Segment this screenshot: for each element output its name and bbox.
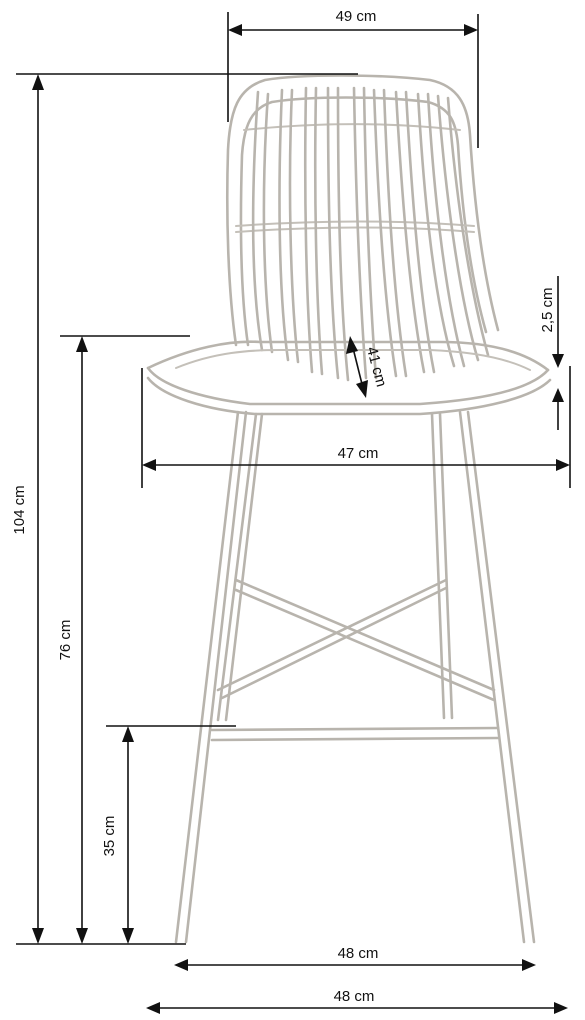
rattan-strands	[251, 86, 490, 382]
backrest-inner-outline	[239, 96, 488, 347]
label-footrest-height: 35 cm	[101, 816, 118, 857]
front-left-leg-inner	[184, 410, 248, 944]
backrest-band-top	[243, 123, 461, 131]
front-left-leg	[174, 410, 240, 944]
label-total-height: 104 cm	[11, 485, 28, 534]
footrest-bar-2	[210, 736, 500, 742]
cross-brace-a	[234, 588, 496, 702]
cross-brace-b	[216, 578, 448, 692]
label-leg-span-width: 48 cm	[334, 988, 375, 1005]
dimension-lines	[16, 12, 571, 1014]
cross-brace-b2	[220, 586, 448, 700]
label-seat-width: 47 cm	[338, 445, 379, 462]
seat-bottom-edge	[146, 376, 552, 416]
stool-illustration	[146, 74, 552, 944]
front-right-leg-inner	[466, 410, 536, 944]
dimension-labels: 49 cm 104 cm 76 cm 35 cm 47 cm 2,5 cm 41…	[11, 8, 556, 1005]
label-leg-span-depth: 48 cm	[338, 945, 379, 962]
label-seat-thickness: 2,5 cm	[539, 287, 556, 332]
front-right-leg	[458, 410, 526, 944]
label-seat-height: 76 cm	[57, 620, 74, 661]
cross-brace-a2	[234, 578, 496, 692]
seat-front-edge	[146, 366, 550, 406]
backrest-outline	[225, 74, 500, 347]
label-backrest-width: 49 cm	[336, 8, 377, 25]
footrest-bar	[210, 726, 500, 732]
